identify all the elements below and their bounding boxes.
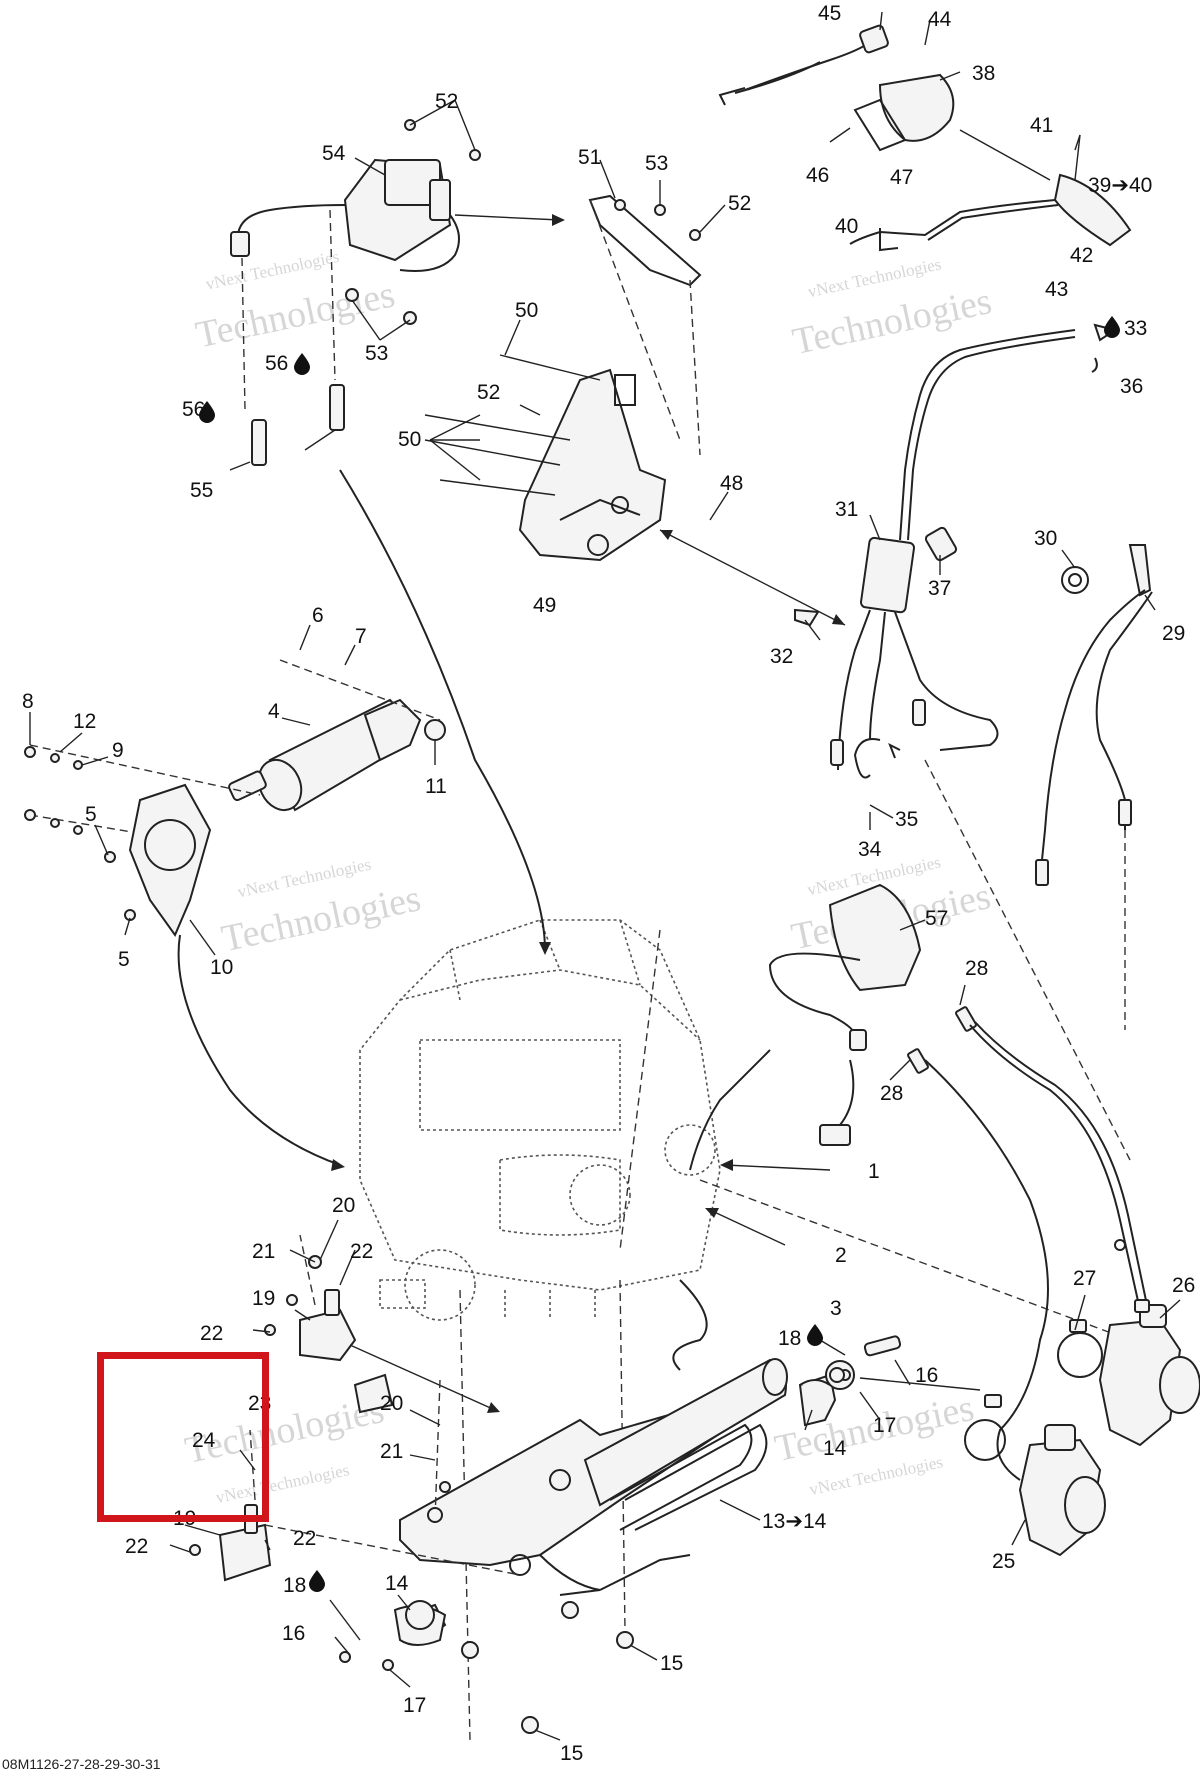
callout-21: 21 <box>252 1240 275 1263</box>
callout-37: 37 <box>928 577 951 600</box>
callout-48: 48 <box>720 472 743 495</box>
callout-52: 52 <box>728 192 751 215</box>
callout-25: 25 <box>992 1550 1015 1573</box>
callout-53: 53 <box>645 152 668 175</box>
callout-50: 50 <box>398 428 421 451</box>
callout-36: 36 <box>1120 375 1143 398</box>
air-silencer-57 <box>768 883 922 1146</box>
callout-47: 47 <box>890 166 913 189</box>
choke-cable-group <box>1035 544 1153 1030</box>
callout-17: 17 <box>873 1414 896 1437</box>
callout-54: 54 <box>322 142 346 165</box>
callout-34: 34 <box>858 838 882 861</box>
callout-44: 44 <box>928 8 952 31</box>
callout-19: 19 <box>252 1287 275 1310</box>
callout-53: 53 <box>365 342 388 365</box>
callout-57: 57 <box>925 907 948 930</box>
lubricant-icon <box>807 1324 823 1346</box>
callout-52: 52 <box>477 381 500 404</box>
callout-33: 33 <box>1124 317 1147 340</box>
callout-22: 22 <box>293 1527 316 1550</box>
callout-41: 41 <box>1030 114 1053 137</box>
callout-24: 24 <box>192 1429 216 1452</box>
callout-56: 56 <box>182 398 205 421</box>
callout-43: 43 <box>1045 278 1068 301</box>
callout-7: 7 <box>355 625 367 648</box>
callout-10: 10 <box>210 956 233 979</box>
lubricant-icon <box>294 353 310 375</box>
callout-20: 20 <box>332 1194 355 1217</box>
callout-22: 22 <box>125 1535 148 1558</box>
callout-17: 17 <box>403 1694 426 1717</box>
callout-22: 22 <box>350 1240 373 1263</box>
callout-13-14: 13➔14 <box>762 1510 827 1533</box>
callout-9: 9 <box>112 739 124 762</box>
callout-16: 16 <box>282 1622 305 1645</box>
callout-1: 1 <box>868 1160 880 1183</box>
callout-5: 5 <box>118 948 130 971</box>
callout-45: 45 <box>818 2 841 25</box>
callout-49: 49 <box>533 594 556 617</box>
carburetor-group <box>964 1299 1200 1557</box>
callout-15: 15 <box>560 1742 583 1765</box>
callout-4: 4 <box>268 700 280 723</box>
watermark-text: vNext Technologies <box>204 247 341 294</box>
engine-support-frame <box>189 1234 1126 1734</box>
callout-29: 29 <box>1162 622 1185 645</box>
callout-28: 28 <box>965 957 988 980</box>
callout-32: 32 <box>770 645 793 668</box>
callout-6: 6 <box>312 604 324 627</box>
callout-5: 5 <box>85 803 97 826</box>
callout-20: 20 <box>380 1392 403 1415</box>
callout-11: 11 <box>425 775 447 798</box>
fuel-lines <box>907 1006 1149 1481</box>
callout-8: 8 <box>22 690 34 713</box>
callout-2: 2 <box>835 1244 847 1267</box>
bracket-51 <box>588 194 702 456</box>
callout-40: 40 <box>835 215 858 238</box>
callout-55: 55 <box>190 479 213 502</box>
callout-38: 38 <box>972 62 995 85</box>
highlight-box <box>97 1352 269 1522</box>
callout-14: 14 <box>823 1437 847 1460</box>
callout-22: 22 <box>200 1322 223 1345</box>
starter-motor-group <box>24 659 446 1171</box>
reference-code: 08M1126-27-28-29-30-31 <box>2 1756 161 1772</box>
callout-42: 42 <box>1070 244 1093 267</box>
leader-lines <box>29 11 1181 1741</box>
mounting-bracket-49 <box>424 354 846 626</box>
callout-30: 30 <box>1034 527 1057 550</box>
lubricant-icon <box>199 401 215 423</box>
engine-block <box>339 469 1131 1741</box>
ignition-coil-group <box>229 119 565 471</box>
callout-51: 51 <box>578 146 601 169</box>
callout-18: 18 <box>283 1574 306 1597</box>
callout-28: 28 <box>880 1082 903 1105</box>
callout-26: 26 <box>1172 1274 1195 1297</box>
callout-50: 50 <box>515 299 538 322</box>
callout-52: 52 <box>435 90 458 113</box>
callout-46: 46 <box>806 164 829 187</box>
lubricant-icons <box>199 316 1120 1592</box>
callout-56: 56 <box>265 352 288 375</box>
callout-12: 12 <box>73 710 96 733</box>
callout-39-40: 39➔40 <box>1088 174 1152 197</box>
wiring-harness <box>794 323 1131 1161</box>
lubricant-icon <box>1104 316 1120 338</box>
callout-31: 31 <box>835 498 858 521</box>
callout-21: 21 <box>380 1440 403 1463</box>
throttle-sensor-group <box>718 24 1132 252</box>
callout-3: 3 <box>830 1297 842 1320</box>
callout-27: 27 <box>1073 1267 1096 1290</box>
callout-16: 16 <box>915 1364 938 1387</box>
callout-14: 14 <box>385 1572 409 1595</box>
callout-18: 18 <box>778 1327 801 1350</box>
callout-35: 35 <box>895 808 918 831</box>
lubricant-icon <box>309 1570 325 1592</box>
callout-15: 15 <box>660 1652 683 1675</box>
